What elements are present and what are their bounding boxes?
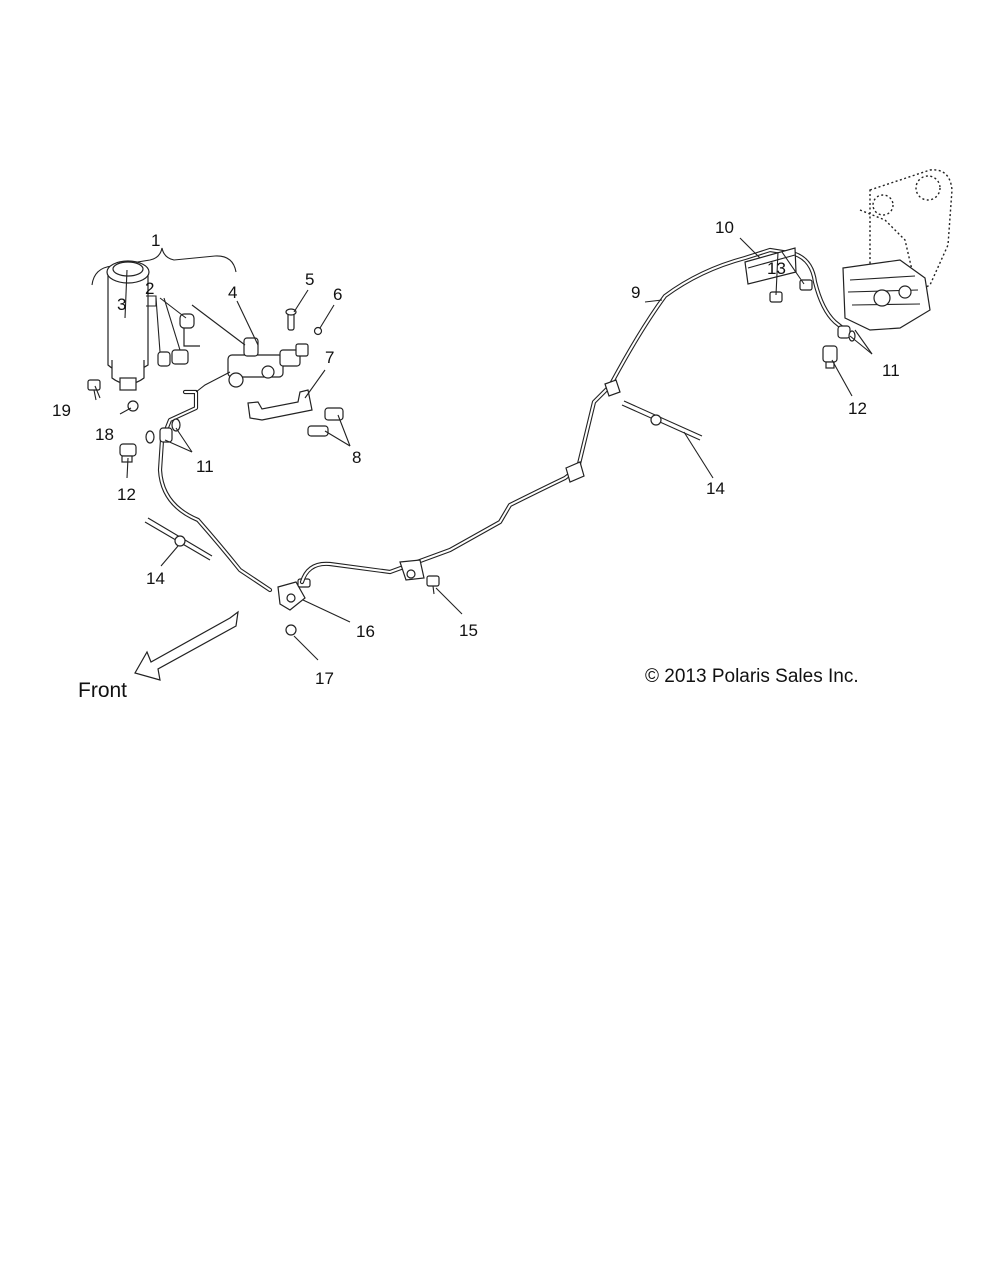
- bolt-part-15: [426, 575, 440, 595]
- callout-12-right: 12: [848, 399, 867, 418]
- callout-16: 16: [356, 622, 375, 641]
- callout-14-right: 14: [706, 479, 725, 498]
- pin-part: [285, 308, 297, 331]
- fitting-parts: [157, 313, 200, 367]
- callout-18: 18: [95, 425, 114, 444]
- copyright-text: © 2013 Polaris Sales Inc.: [645, 666, 859, 687]
- cable-tie-right: [621, 400, 703, 441]
- callout-15: 15: [459, 621, 478, 640]
- brake-caliper-assembly: [842, 169, 953, 331]
- fittings-right: [822, 325, 856, 369]
- callout-12-left: 12: [117, 485, 136, 504]
- banjo-bolt-left: [119, 443, 137, 463]
- clip-part: [313, 326, 323, 336]
- rear-brake-line: [299, 247, 848, 585]
- callout-2: 2: [145, 279, 154, 298]
- callout-10: 10: [715, 218, 734, 237]
- callout-8: 8: [352, 448, 361, 467]
- screw-part-19: [87, 379, 101, 401]
- junction-block-part: [277, 578, 311, 611]
- callout-7: 7: [325, 348, 334, 367]
- leader-lines: [94, 237, 873, 661]
- callout-9: 9: [631, 283, 640, 302]
- front-label: Front: [78, 679, 127, 702]
- assembly-brace: [91, 247, 237, 286]
- cable-tie-left: [144, 517, 213, 561]
- callout-6: 6: [333, 285, 342, 304]
- callout-11-left: 11: [196, 457, 214, 476]
- reservoir-part: [106, 260, 157, 391]
- bracket-part: [247, 389, 313, 421]
- callout-3: 3: [117, 295, 126, 314]
- callout-1: 1: [151, 231, 160, 250]
- master-cylinder-part: [227, 337, 309, 388]
- callout-5: 5: [305, 270, 314, 289]
- front-brake-line: [157, 371, 273, 593]
- nut-part-18: [127, 400, 139, 412]
- nut-part-17: [285, 624, 297, 636]
- callout-19: 19: [52, 401, 71, 420]
- bolt-parts-13: [769, 279, 813, 303]
- front-arrow-icon: [134, 610, 239, 681]
- callout-14-left: 14: [146, 569, 165, 588]
- line-clips: [399, 379, 621, 581]
- callout-17: 17: [315, 669, 334, 688]
- callout-11-right: 11: [882, 361, 900, 380]
- callout-13: 13: [767, 259, 786, 278]
- callout-4: 4: [228, 283, 237, 302]
- washers-left: [145, 418, 181, 444]
